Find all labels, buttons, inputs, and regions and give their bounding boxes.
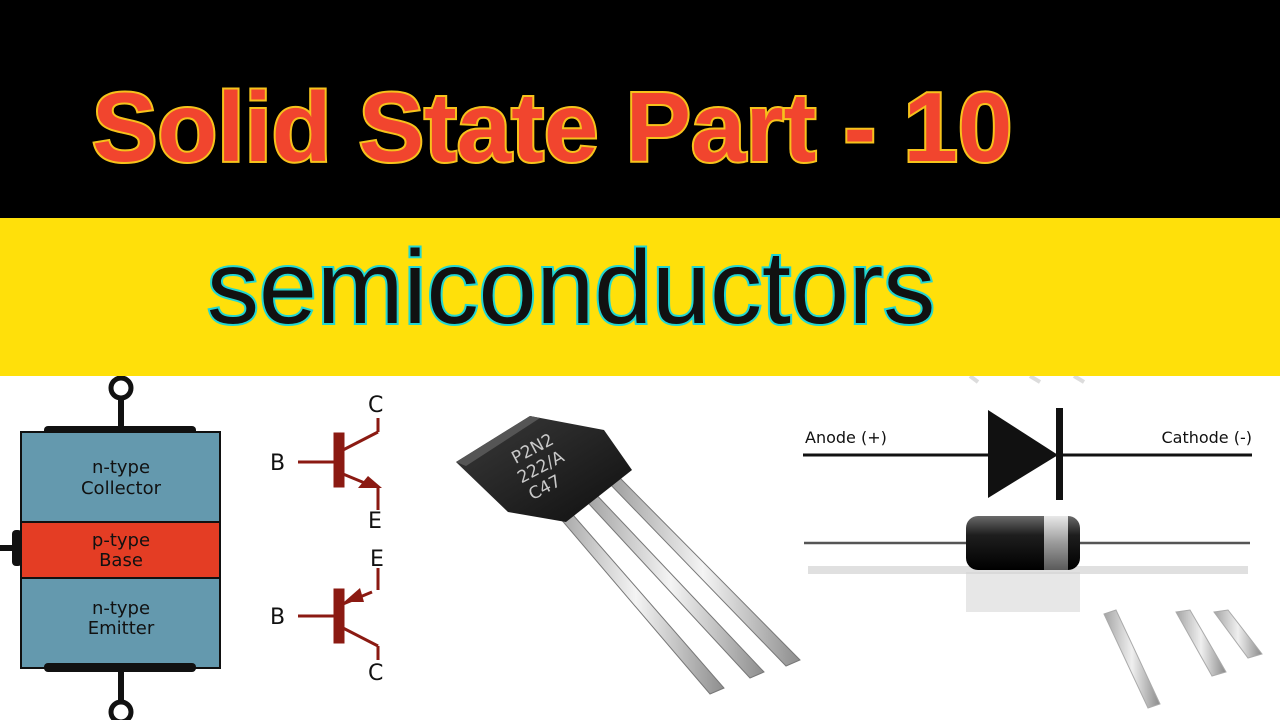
pnp-symbol-icon (298, 568, 380, 660)
stray-leads-top (968, 376, 1086, 384)
npn-emitter-label: E (368, 509, 382, 534)
collector-name-label: Collector (81, 478, 162, 499)
collector-type-label: n-type (92, 457, 150, 478)
diode-triangle-icon (988, 410, 1058, 498)
npn-collector-label: C (368, 393, 383, 418)
pnp-emitter-arrow-icon (344, 588, 364, 602)
page-title: Solid State Part - 10 (90, 70, 1014, 184)
emitter-contact (44, 663, 196, 672)
stray-lead-bottom-1 (1103, 609, 1161, 709)
base-type-label: p-type (92, 530, 150, 551)
emitter-type-label: n-type (92, 598, 150, 619)
npn-symbol-icon (298, 418, 380, 510)
emitter-terminal-icon (108, 699, 134, 720)
stray-lead-bottom-2 (1175, 609, 1227, 677)
transistor-symbols: B C E B E C (270, 393, 384, 686)
diode-photo-band (1044, 516, 1068, 570)
subtitle-band (0, 218, 1280, 376)
pnp-base-label: B (270, 605, 285, 630)
diode-reflection (966, 572, 1080, 612)
transistor-lead-left (547, 499, 725, 695)
transistor-lead-middle (577, 487, 765, 679)
transistor-lead-right (605, 475, 801, 667)
pnp-collector-label: C (368, 661, 383, 686)
base-contact (12, 530, 22, 566)
bjt-layer-diagram: n-type Collector p-type Base n-type Emit… (0, 376, 221, 720)
npn-emitter-arrow-icon (358, 476, 382, 488)
emitter-name-label: Emitter (88, 618, 155, 639)
anode-label: Anode (+) (805, 428, 887, 447)
stray-lead-bottom-3 (1213, 609, 1263, 659)
diode-figure: Anode (+) Cathode (-) (803, 376, 1263, 709)
base-name-label: Base (99, 550, 143, 571)
collector-terminal-icon (108, 376, 134, 401)
npn-base-label: B (270, 451, 285, 476)
pnp-emitter-label: E (370, 547, 384, 572)
diode-cathode-bar-icon (1056, 408, 1063, 500)
base-region (20, 521, 221, 579)
cathode-label: Cathode (-) (1161, 428, 1252, 447)
emitter-region (20, 577, 221, 669)
transistor-photo: P2N2 222/A C47 (456, 416, 801, 695)
collector-region (20, 431, 221, 523)
title-band (0, 0, 1280, 218)
page-subtitle: semiconductors (205, 228, 937, 348)
